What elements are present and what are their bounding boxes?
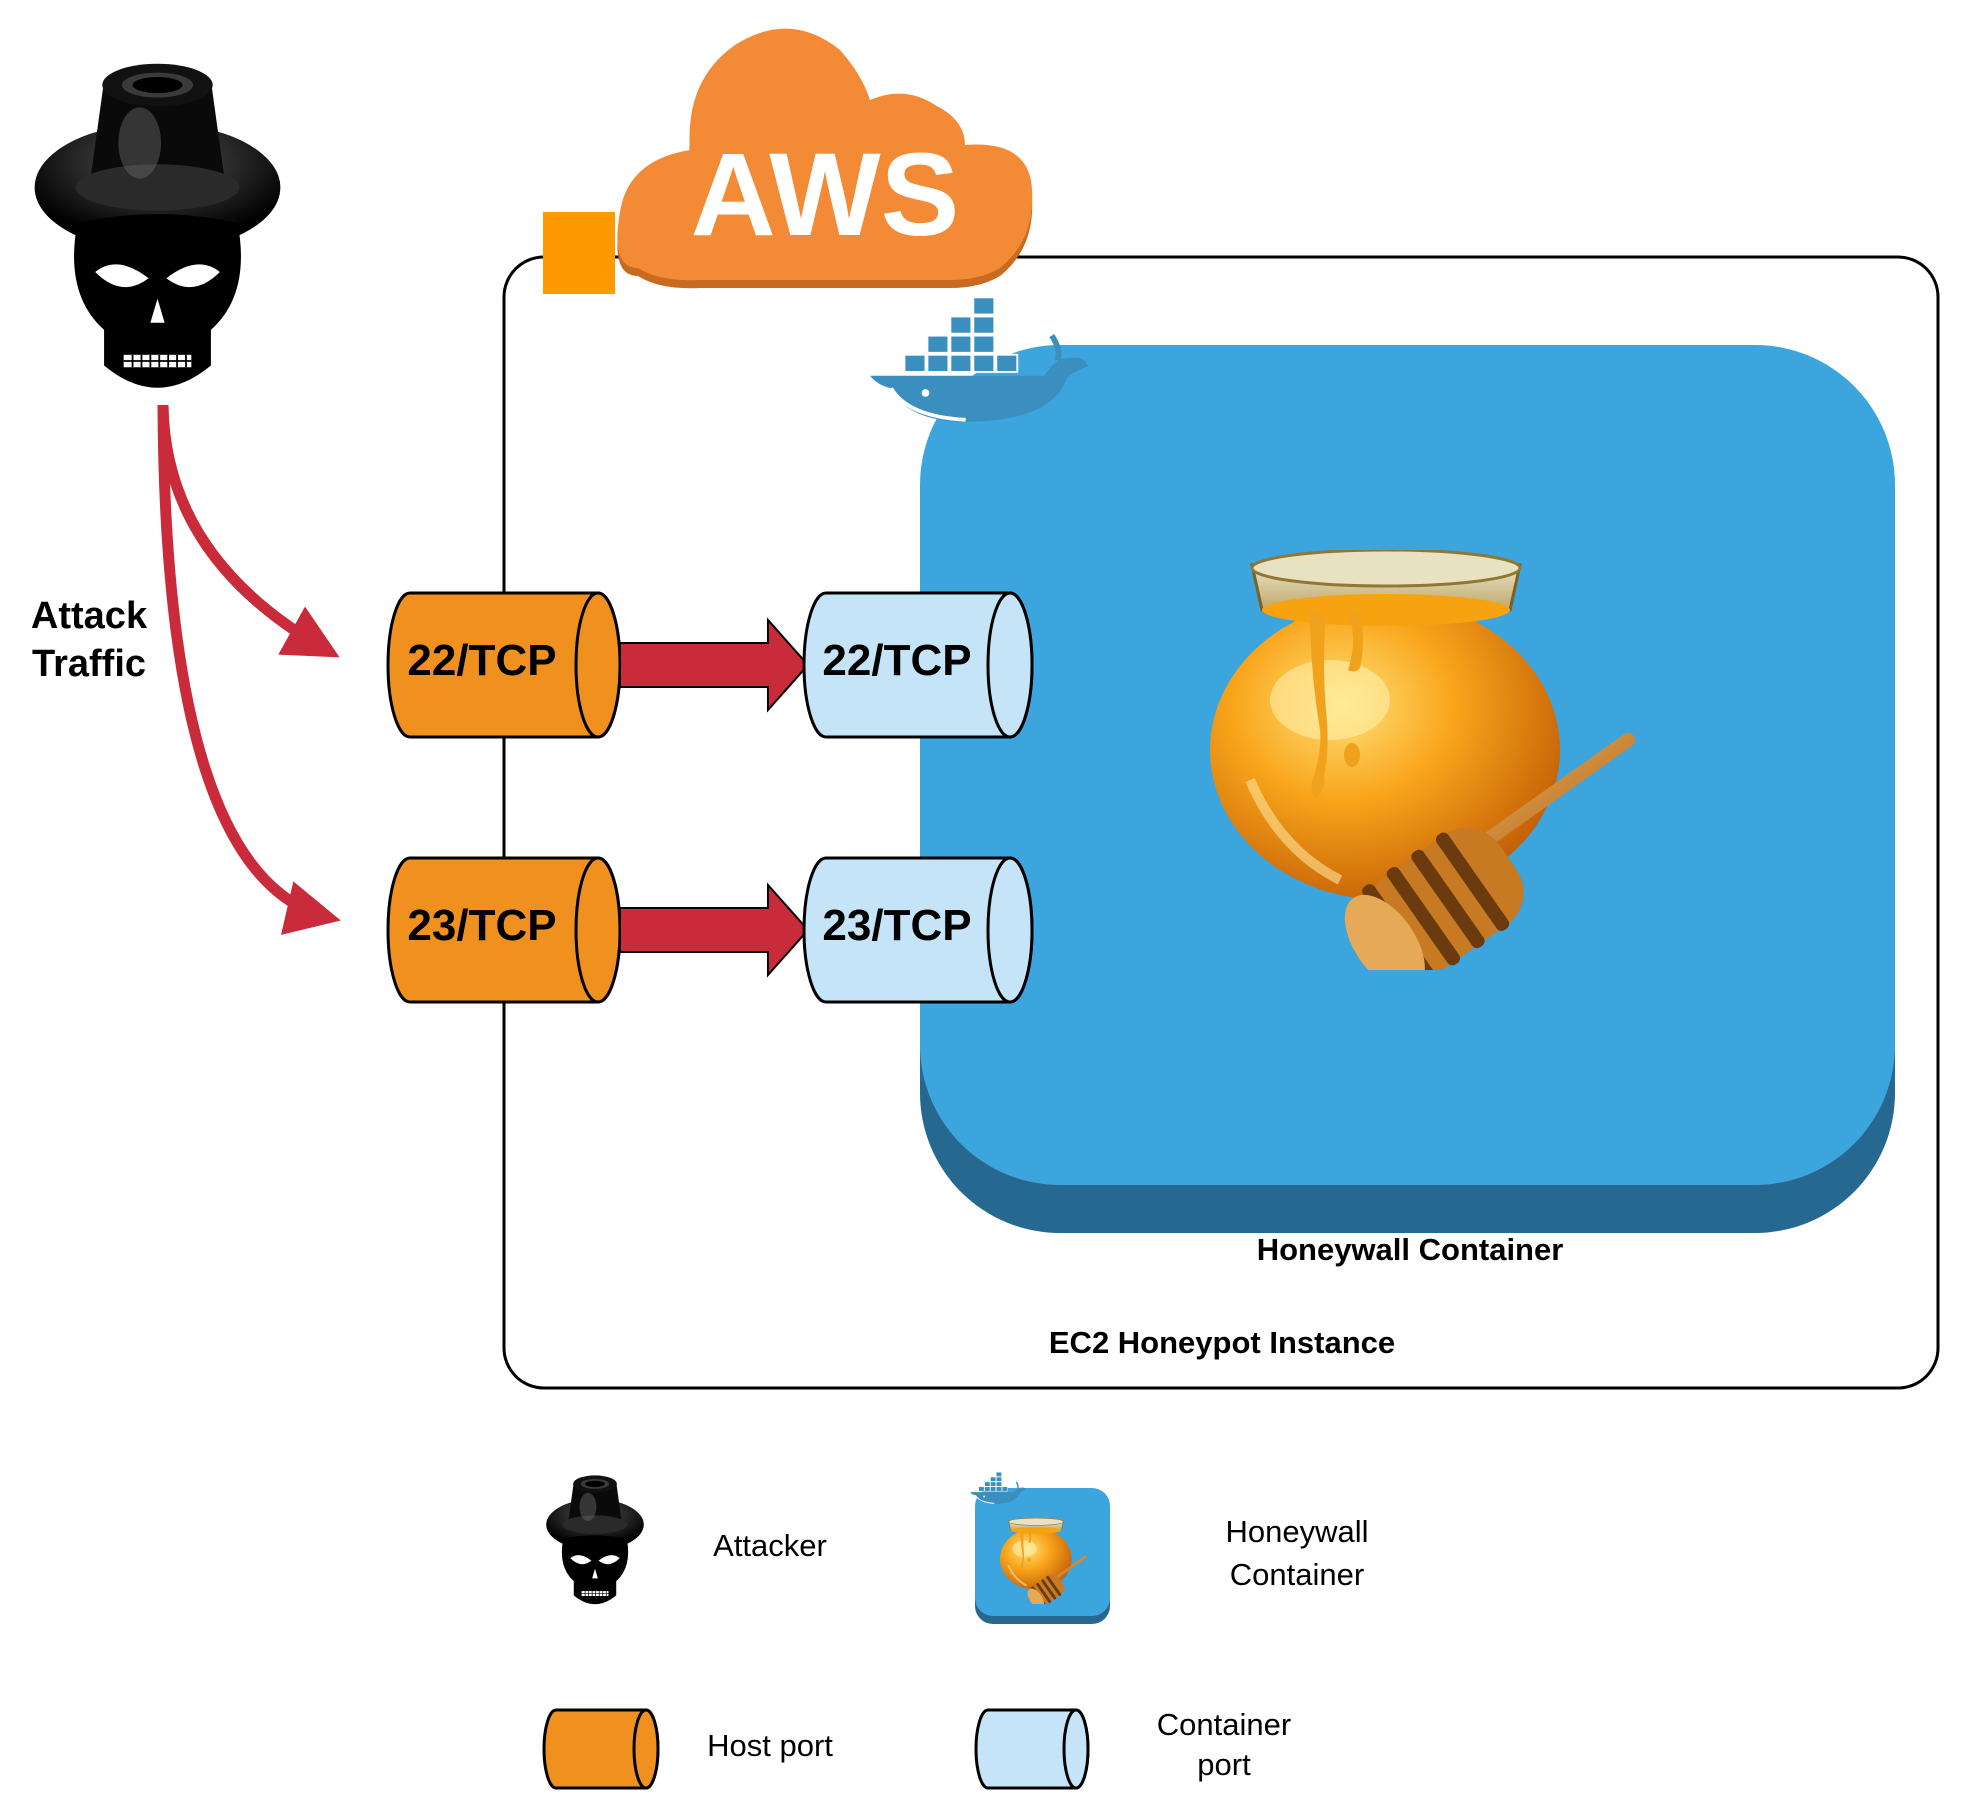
legend-container-port-label-line1: Container [1157, 1707, 1291, 1742]
legend-honeywall-icon [970, 1472, 1110, 1624]
legend-attacker-icon [545, 1475, 645, 1605]
host-port-23-label: 23/TCP [407, 901, 556, 950]
host-port-22: 22/TCP [386, 591, 622, 739]
attack-traffic-arrow-22 [157, 404, 340, 658]
attack-traffic-label-line1: Attack [31, 595, 148, 637]
container-port-22: 22/TCP [802, 591, 1034, 739]
legend-honeywall-label-line1: Honeywall [1225, 1514, 1368, 1549]
container-port-23-label: 23/TCP [822, 901, 971, 950]
legend: Attacker Honeywall Container Host port C… [542, 1472, 1369, 1790]
host-port-22-label: 22/TCP [407, 636, 556, 685]
aws-label: AWS [691, 129, 960, 261]
honeywall-container-label: Honeywall Container [1257, 1232, 1564, 1267]
forward-arrow-23 [619, 882, 810, 978]
container-port-23: 23/TCP [802, 856, 1034, 1004]
attack-traffic-arrow-23 [157, 404, 341, 935]
attack-traffic-label-line2: Traffic [32, 643, 146, 685]
aws-cloud-icon: AWS [543, 28, 1033, 294]
forward-arrow-22 [619, 617, 810, 713]
ec2-instance-label: EC2 Honeypot Instance [1049, 1325, 1395, 1360]
legend-attacker-label: Attacker [713, 1528, 827, 1563]
attacker-skull-icon [33, 62, 282, 389]
legend-honeywall-label-line2: Container [1230, 1557, 1364, 1592]
legend-container-port-label-line2: port [1197, 1747, 1251, 1782]
container-port-22-label: 22/TCP [822, 636, 971, 685]
host-port-23: 23/TCP [386, 856, 622, 1004]
legend-container-port-icon [974, 1708, 1090, 1790]
legend-host-port-icon [542, 1708, 660, 1790]
legend-host-port-label: Host port [707, 1728, 833, 1763]
